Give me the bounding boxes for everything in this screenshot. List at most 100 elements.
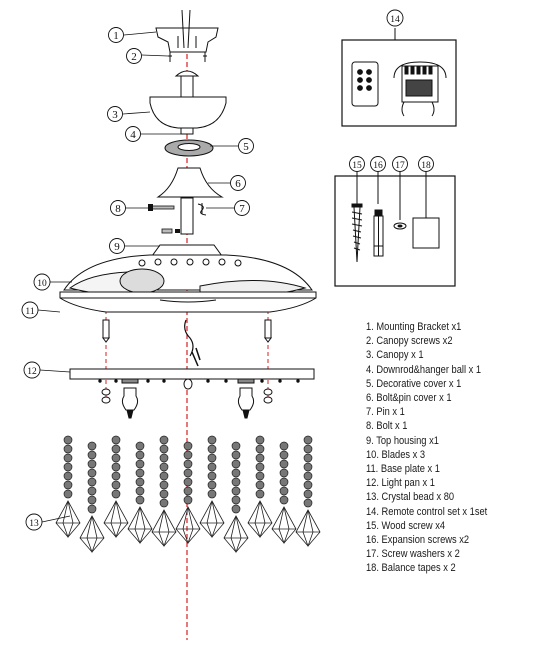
crystal-bead <box>279 450 289 460</box>
crystal-bead <box>303 453 313 463</box>
crystal-bead <box>231 477 241 487</box>
crystal-bead <box>87 468 97 478</box>
light-pan <box>69 368 315 404</box>
crystal-bead <box>207 462 217 472</box>
crystal-bead <box>279 459 289 469</box>
callout-17: 17 <box>395 161 405 171</box>
crystal-pendant <box>247 500 273 539</box>
crystal-bead <box>183 486 193 496</box>
crystal-bead-strand <box>271 441 297 545</box>
crystal-bead <box>135 495 145 505</box>
crystal-bead <box>111 462 121 472</box>
crystal-bead <box>255 444 265 454</box>
callout-18: 18 <box>421 161 431 171</box>
crystal-bead <box>159 435 169 445</box>
crystal-bead <box>111 480 121 490</box>
crystal-bead <box>159 444 169 454</box>
callout-6: 6 <box>235 178 241 190</box>
callout-numbers: 1 2 3 4 5 6 7 8 9 10 11 12 13 14 15 16 1… <box>25 15 431 529</box>
crystal-bead <box>231 504 241 514</box>
crystal-bead <box>159 480 169 490</box>
decorative-cover <box>164 139 214 157</box>
crystal-bead <box>87 495 97 505</box>
crystal-bead-strand <box>151 435 177 548</box>
crystal-pendant <box>103 500 129 539</box>
parts-list-item: 8. Bolt x 1 <box>366 420 408 433</box>
crystal-bead <box>87 459 97 469</box>
crystal-bead <box>135 468 145 478</box>
crystal-bead <box>183 477 193 487</box>
parts-list-item: 12. Light pan x 1 <box>366 477 435 490</box>
crystal-bead-strand <box>55 435 81 539</box>
crystal-pendant <box>199 500 225 539</box>
crystal-bead-strand <box>295 435 321 548</box>
crystal-bead <box>63 435 73 445</box>
crystal-bead <box>255 435 265 445</box>
callout-10: 10 <box>37 279 47 289</box>
fan-body <box>59 244 317 313</box>
crystal-bead <box>255 489 265 499</box>
crystal-bead <box>303 498 313 508</box>
wood-screw <box>351 203 363 263</box>
crystal-bead <box>111 444 121 454</box>
callout-15: 15 <box>352 161 362 171</box>
crystal-bead-strand <box>127 441 153 545</box>
parts-list-item: 7. Pin x 1 <box>366 406 405 419</box>
crystal-bead-strands <box>55 435 321 554</box>
callout-leaders <box>37 31 238 523</box>
parts-list-item: 16. Expansion screws x2 <box>366 534 470 547</box>
crystal-bead <box>63 489 73 499</box>
crystal-bead <box>159 471 169 481</box>
crystal-bead <box>207 453 217 463</box>
crystal-bead-strand <box>247 435 273 539</box>
balance-tape <box>412 217 440 249</box>
crystal-bead <box>183 441 193 451</box>
crystal-pendant <box>295 509 321 548</box>
crystal-bead-strand <box>223 441 249 554</box>
crystal-bead <box>183 468 193 478</box>
crystal-bead <box>303 471 313 481</box>
crystal-bead <box>303 489 313 499</box>
crystal-bead <box>303 444 313 454</box>
wire-connector <box>191 347 201 367</box>
crystal-bead <box>183 495 193 505</box>
parts-list-item: 15. Wood screw x4 <box>366 519 446 532</box>
crystal-bead <box>255 462 265 472</box>
crystal-bead <box>63 462 73 472</box>
callout-4: 4 <box>130 129 136 141</box>
callout-14: 14 <box>390 15 400 25</box>
mounting-bracket <box>155 9 219 53</box>
parts-list-item: 10. Blades x 3 <box>366 448 426 461</box>
crystal-bead <box>231 441 241 451</box>
crystal-bead <box>231 450 241 460</box>
crystal-bead <box>279 441 289 451</box>
callout-3: 3 <box>112 109 118 121</box>
crystal-bead <box>303 435 313 445</box>
crystal-bead <box>231 459 241 469</box>
crystal-bead <box>183 459 193 469</box>
canopy-screws <box>168 52 207 62</box>
top-housing-bolt <box>161 228 180 234</box>
wire-harness <box>184 319 194 357</box>
crystal-bead <box>231 468 241 478</box>
hardware-kit <box>334 172 456 287</box>
crystal-bead <box>279 495 289 505</box>
crystal-bead <box>63 444 73 454</box>
crystal-bead <box>207 435 217 445</box>
callout-12: 12 <box>27 367 37 377</box>
light-pan-bolts <box>102 319 272 343</box>
crystal-bead <box>111 435 121 445</box>
crystal-bead <box>279 477 289 487</box>
parts-list-item: 1. Mounting Bracket x1 <box>366 321 462 333</box>
crystal-bead <box>207 480 217 490</box>
crystal-bead <box>255 453 265 463</box>
callout-9: 9 <box>114 241 120 253</box>
crystal-bead <box>111 471 121 481</box>
callout-2: 2 <box>131 51 137 63</box>
bolt-pin-cover <box>156 167 224 198</box>
crystal-bead <box>159 498 169 508</box>
callouts <box>21 9 434 531</box>
crystal-bead <box>159 453 169 463</box>
crystal-bead-strand <box>103 435 129 539</box>
crystal-bead <box>255 471 265 481</box>
